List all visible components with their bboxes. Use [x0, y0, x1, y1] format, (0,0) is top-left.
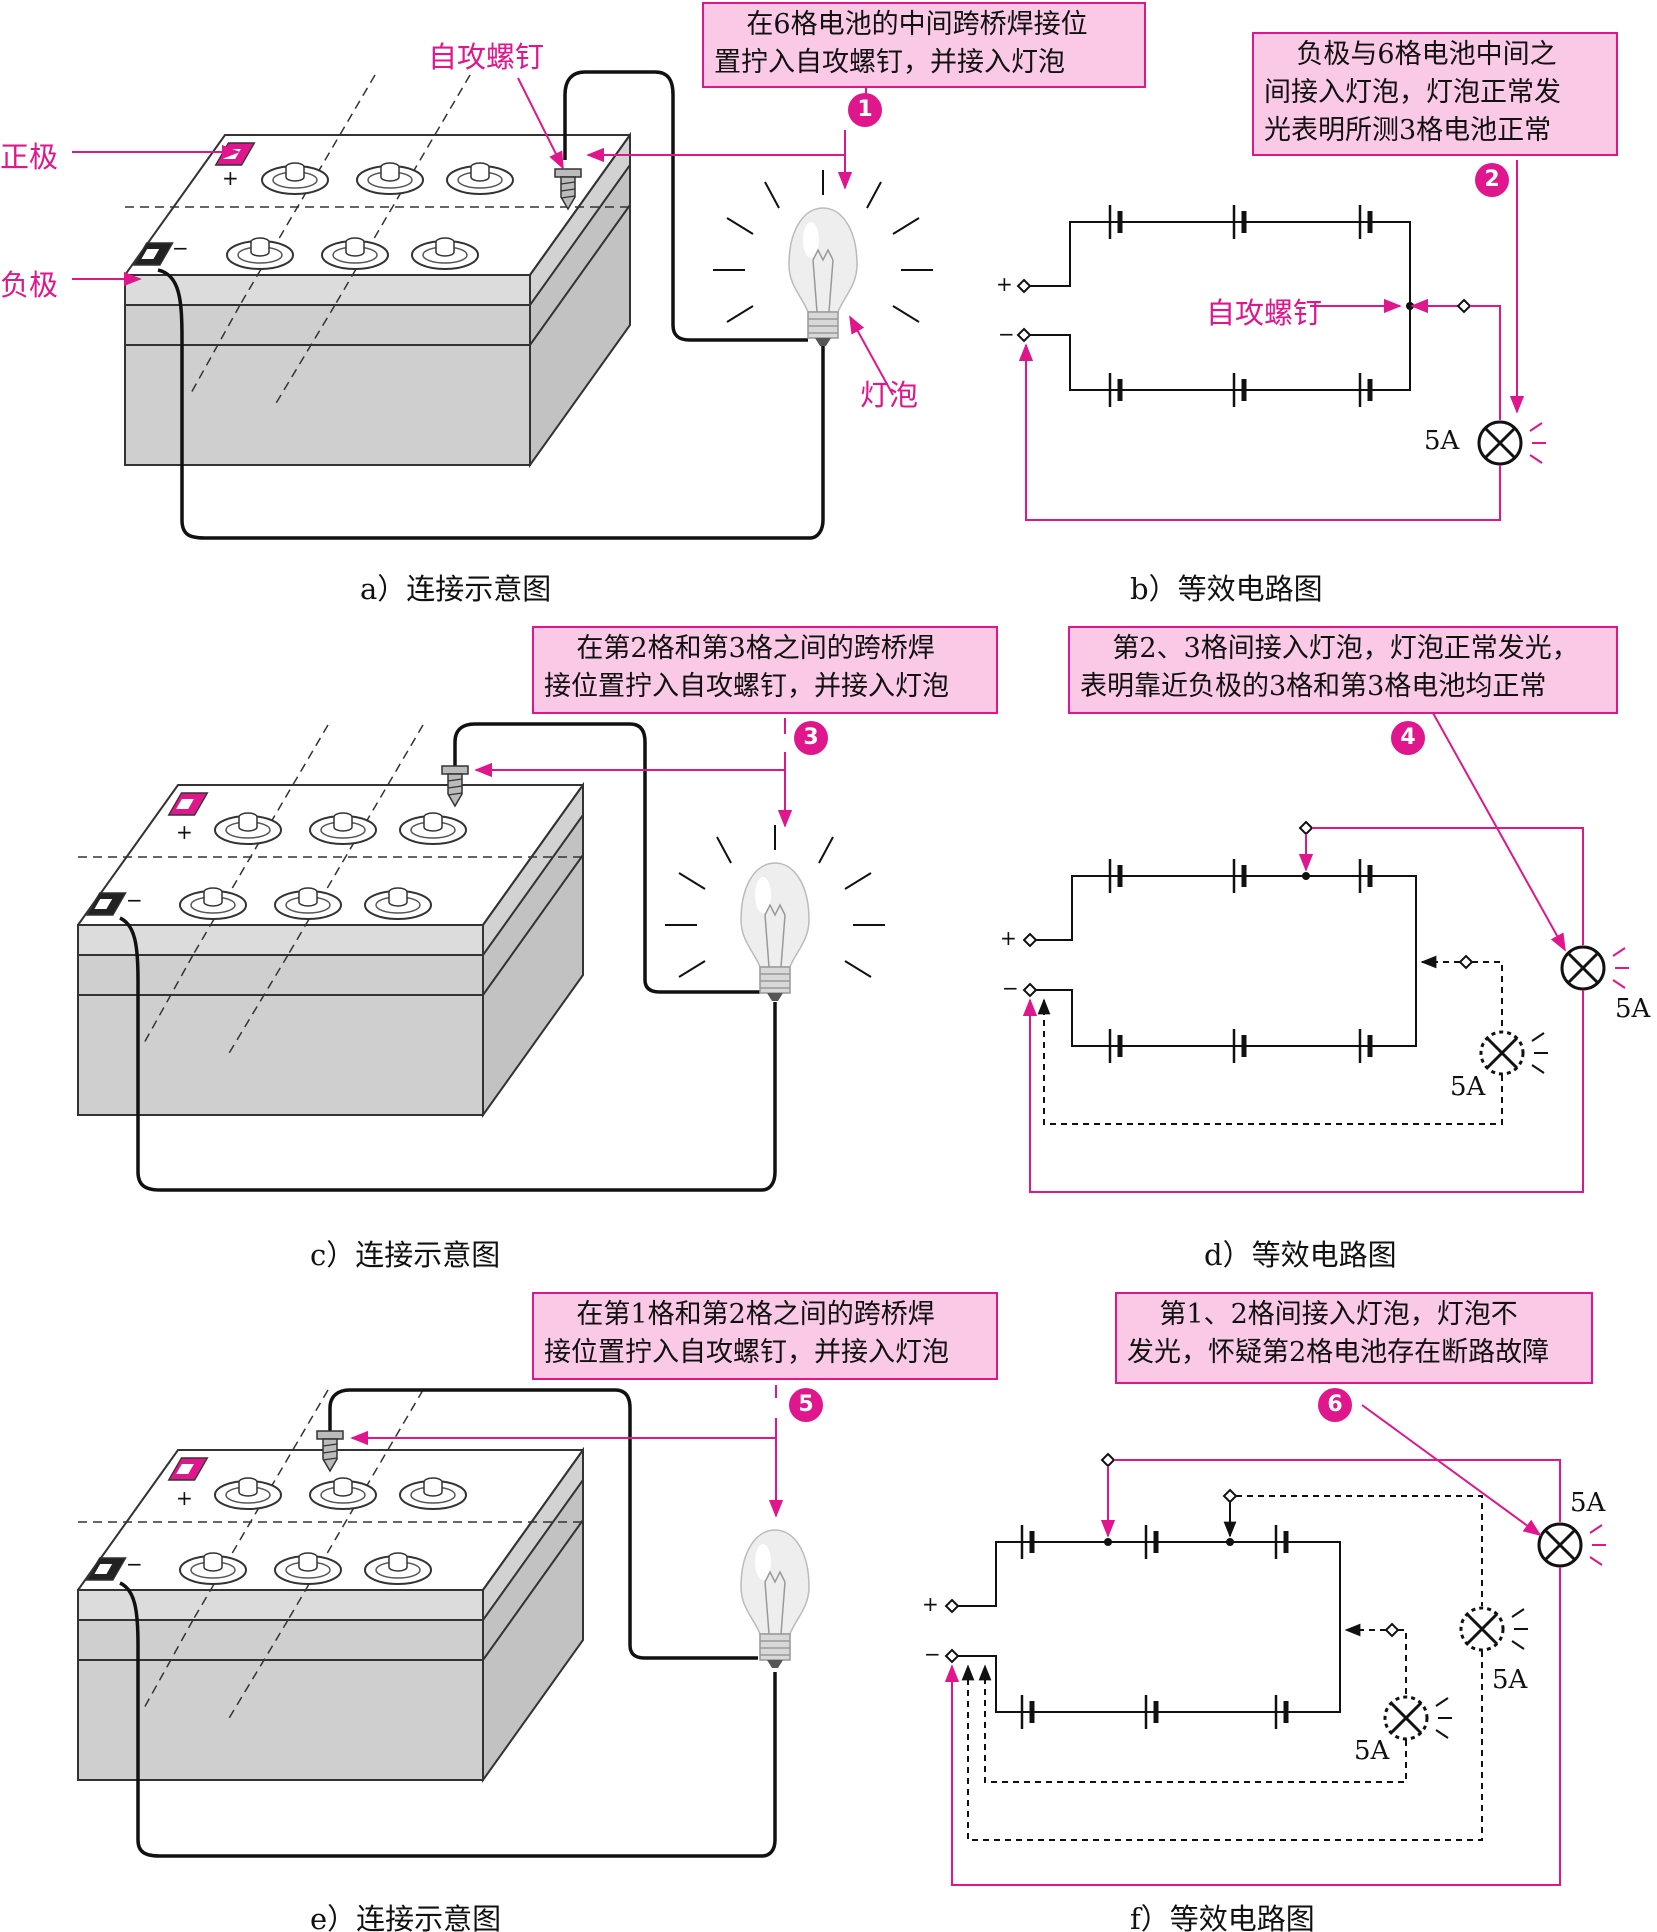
panel-e-note-line2: 接位置拧入自攻螺钉，并接入灯泡: [544, 1337, 949, 1368]
panel-a-label-bulb: 灯泡: [860, 378, 919, 412]
panel-f-caption: f）等效电路图: [1130, 1902, 1315, 1932]
panel-a-note-line1: 在6格电池的中间跨桥焊接位: [746, 9, 1088, 40]
panel-a-note: 在6格电池的中间跨桥焊接位 置拧入自攻螺钉，并接入灯泡: [702, 2, 1146, 88]
panel-d-minus: −: [1002, 976, 1019, 1000]
panel-c-arrows: [474, 718, 793, 828]
panel-a-label-screw: 自攻螺钉: [428, 40, 545, 74]
panel-c-caption: c）连接示意图: [310, 1238, 501, 1272]
panel-d-circuit: [1022, 712, 1631, 1193]
panel-b-circuit: [1017, 160, 1548, 521]
panel-e-arrows: [350, 1385, 784, 1518]
panel-e-wire-negative: [119, 1581, 777, 1858]
panel-c-note-line1: 在第2格和第3格之间的跨桥焊: [576, 633, 935, 664]
panel-a-label-negative: 负极: [0, 268, 59, 302]
panel-c-plus-mark: +: [176, 820, 193, 844]
panel-d-bulb-rating-on: 5A: [1615, 994, 1651, 1024]
panel-e-minus-mark: −: [126, 1552, 143, 1576]
panel-a-caption: a）连接示意图: [360, 572, 552, 606]
panel-c-note-line2: 接位置拧入自攻螺钉，并接入灯泡: [544, 671, 949, 702]
panel-b-label-screw: 自攻螺钉: [1206, 296, 1323, 330]
panel-e-step-badge: 5: [789, 1388, 823, 1422]
panel-c-bulb: [664, 824, 886, 1002]
panel-b-note-line2: 间接入灯泡，灯泡正常发: [1264, 77, 1561, 108]
panel-a-arrows: [72, 77, 894, 396]
panel-d-note: 第2、3格间接入灯泡，灯泡正常发光， 表明靠近负极的3格和第3格电池均正常: [1068, 626, 1618, 714]
panel-e-caption: e）连接示意图: [310, 1902, 502, 1932]
panel-a-battery: [125, 70, 825, 540]
panel-d-note-line1: 第2、3格间接入灯泡，灯泡正常发光，: [1112, 633, 1579, 664]
panel-e-note: 在第1格和第2格之间的跨桥焊 接位置拧入自攻螺钉，并接入灯泡: [532, 1292, 998, 1380]
panel-c-step-badge: 3: [794, 721, 828, 755]
panel-f-note: 第1、2格间接入灯泡，灯泡不 发光，怀疑第2格电池存在断路故障: [1115, 1292, 1593, 1384]
panel-f-note-line2: 发光，怀疑第2格电池存在断路故障: [1127, 1337, 1550, 1368]
panel-b-minus: −: [998, 322, 1015, 346]
panel-a-wire-screw: [563, 70, 808, 342]
panel-d-note-line2: 表明靠近负极的3格和第3格电池均正常: [1080, 671, 1547, 702]
panel-b-step-badge: 2: [1475, 163, 1509, 197]
panel-b-note-line3: 光表明所测3格电池正常: [1264, 115, 1552, 146]
panel-b-caption: b）等效电路图: [1130, 572, 1323, 606]
panel-d-step-badge: 4: [1391, 721, 1425, 755]
panel-a-bulb: [712, 169, 934, 347]
panel-f-plus: +: [922, 1592, 939, 1616]
panel-a-step-badge: 1: [848, 93, 882, 127]
panel-f-step-badge: 6: [1318, 1388, 1352, 1422]
panel-c-minus-mark: −: [126, 888, 143, 912]
panel-d-bulb-rating-prev: 5A: [1450, 1072, 1486, 1102]
panel-e-wire-screw: [328, 1388, 758, 1660]
panel-c-wire-negative: [119, 916, 777, 1192]
panel-c-wire-screw: [453, 722, 760, 994]
panel-d-caption: d）等效电路图: [1204, 1238, 1397, 1272]
panel-b-note: 负极与6格电池中间之 间接入灯泡，灯泡正常发 光表明所测3格电池正常: [1252, 32, 1618, 156]
panel-a-plus-mark: +: [222, 166, 239, 190]
panel-c-battery: [78, 722, 777, 1192]
panel-f-bulb-rating-prev1: 5A: [1492, 1665, 1528, 1695]
panel-e-battery: [78, 1388, 777, 1858]
panel-b-bulb-rating: 5A: [1424, 426, 1460, 456]
panel-f-note-line1: 第1、2格间接入灯泡，灯泡不: [1159, 1299, 1518, 1330]
panel-d-plus: +: [1000, 926, 1017, 950]
panel-f-bulb-rating-prev2: 5A: [1354, 1736, 1390, 1766]
panel-f-minus: −: [924, 1642, 941, 1666]
panel-a-wire-negative: [157, 268, 825, 540]
panel-f-bulb-rating-now: 5A: [1570, 1488, 1606, 1518]
panel-a-note-line2: 置拧入自攻螺钉，并接入灯泡: [714, 47, 1065, 78]
panel-f-circuit: [944, 1404, 1608, 1886]
panel-e-bulb: [740, 1529, 810, 1669]
panel-b-plus: +: [996, 272, 1013, 296]
panel-a-minus-mark: −: [172, 236, 189, 260]
panel-c-note: 在第2格和第3格之间的跨桥焊 接位置拧入自攻螺钉，并接入灯泡: [532, 626, 998, 714]
panel-a-label-positive: 正极: [0, 140, 59, 174]
panel-b-note-line1: 负极与6格电池中间之: [1296, 39, 1557, 70]
panel-e-plus-mark: +: [176, 1486, 193, 1510]
panel-e-note-line1: 在第1格和第2格之间的跨桥焊: [576, 1299, 935, 1330]
